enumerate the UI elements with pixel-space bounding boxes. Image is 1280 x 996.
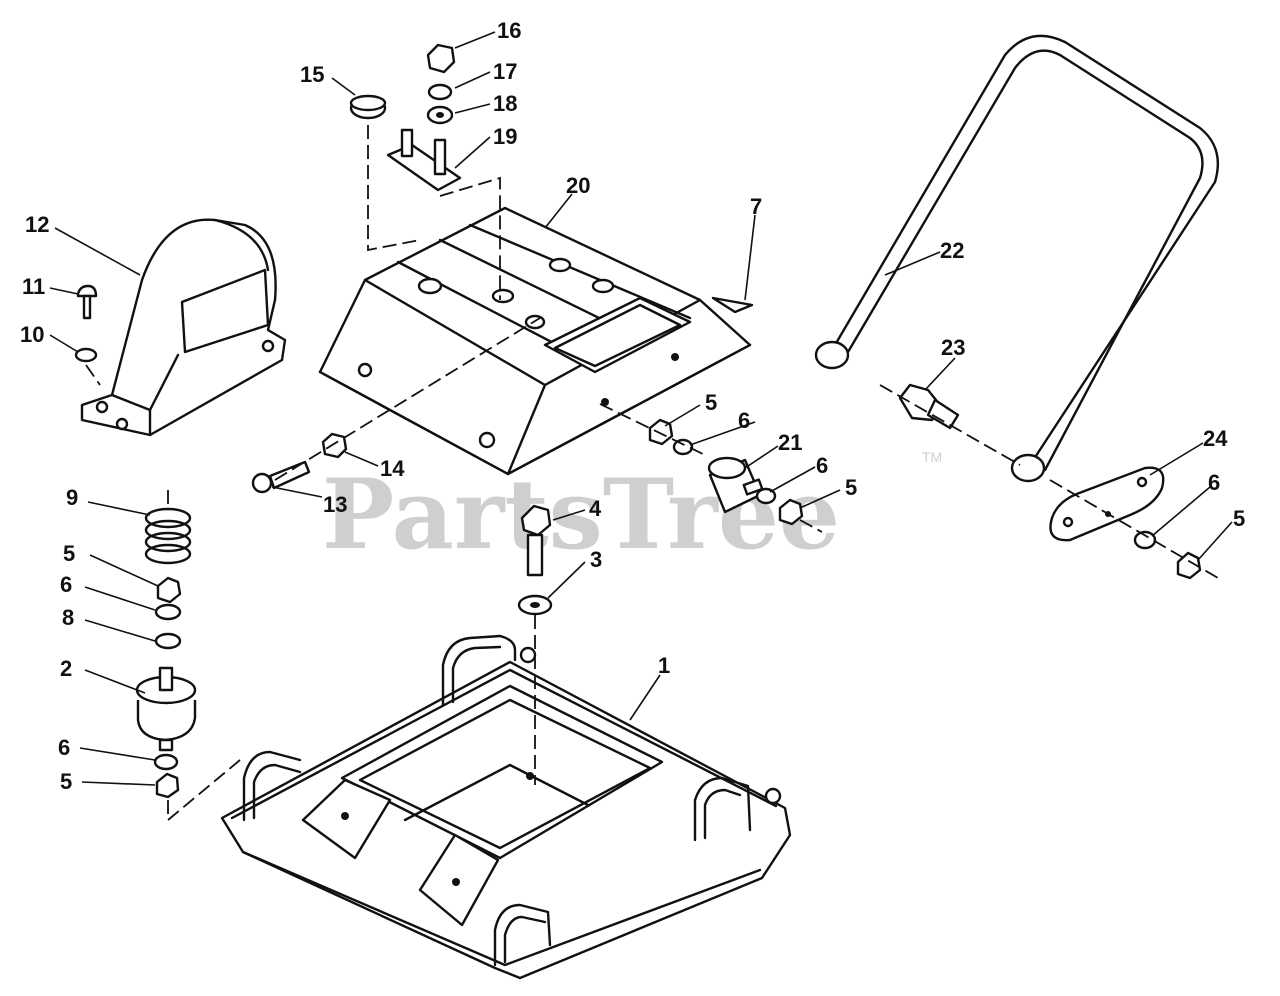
callout-17: 17 <box>493 59 517 84</box>
callout-labels: 16 17 18 19 15 20 7 12 11 10 22 23 24 5 … <box>20 18 1245 794</box>
nut-16 <box>426 43 456 74</box>
callout-9: 9 <box>66 485 78 510</box>
small-hardware <box>74 43 1202 799</box>
spring-part <box>144 507 192 565</box>
callout-21: 21 <box>778 430 802 455</box>
pivot-bolt-part <box>898 383 960 430</box>
callout-6e: 6 <box>1208 470 1220 495</box>
callout-14: 14 <box>380 456 405 481</box>
bracket-plate-part <box>1049 466 1165 542</box>
callout-6c: 6 <box>60 572 72 597</box>
callout-5b: 5 <box>845 475 857 500</box>
mounting-plate-part <box>318 206 752 476</box>
stud-plate-part <box>386 128 462 192</box>
washer-10 <box>74 347 98 363</box>
bolt-4-part <box>520 504 552 577</box>
washer-6a <box>672 438 694 456</box>
callout-24: 24 <box>1203 426 1228 451</box>
callout-12: 12 <box>25 212 49 237</box>
base-plate-part <box>220 634 792 980</box>
callout-19: 19 <box>493 124 517 149</box>
washer-8 <box>154 632 182 650</box>
handle-part <box>814 34 1220 483</box>
callout-13: 13 <box>323 492 347 517</box>
callout-2: 2 <box>60 656 72 681</box>
screw-11 <box>76 284 98 298</box>
callout-6d: 6 <box>58 735 70 760</box>
washer-6d <box>153 753 179 771</box>
watermark-trademark: TM <box>922 449 942 465</box>
callout-8: 8 <box>62 605 74 630</box>
callout-7: 7 <box>750 194 762 219</box>
alignment-lines <box>85 125 1219 822</box>
callout-5a: 5 <box>705 390 717 415</box>
nut-17 <box>427 83 453 101</box>
nut-5d <box>155 772 180 799</box>
callout-20: 20 <box>566 173 590 198</box>
callout-5d: 5 <box>60 769 72 794</box>
callout-16: 16 <box>497 18 521 43</box>
washer-6e <box>1133 530 1157 550</box>
callout-15: 15 <box>300 62 324 87</box>
callout-23: 23 <box>941 335 965 360</box>
nut-5e <box>1176 551 1202 580</box>
callout-5e: 5 <box>1233 506 1245 531</box>
nut-5c <box>156 576 182 604</box>
callout-11: 11 <box>22 274 45 299</box>
bolt-13-part <box>251 460 311 494</box>
belt-guard-part <box>80 218 287 437</box>
callout-6a: 6 <box>738 408 750 433</box>
callout-5c: 5 <box>63 541 75 566</box>
washer-6c <box>154 603 182 621</box>
rubber-mount-part <box>135 666 197 752</box>
parts-tree-watermark: PartsTree <box>322 458 840 571</box>
callout-10: 10 <box>20 322 44 347</box>
callout-4: 4 <box>589 496 602 521</box>
nut-14 <box>321 432 348 459</box>
callout-3: 3 <box>590 547 602 572</box>
callout-22: 22 <box>940 238 964 263</box>
nut-5b <box>778 498 804 526</box>
callout-1: 1 <box>658 653 670 678</box>
callout-18: 18 <box>493 91 517 116</box>
leader-lines <box>49 31 1233 786</box>
callout-6b: 6 <box>816 453 828 478</box>
decal-7 <box>711 296 754 314</box>
